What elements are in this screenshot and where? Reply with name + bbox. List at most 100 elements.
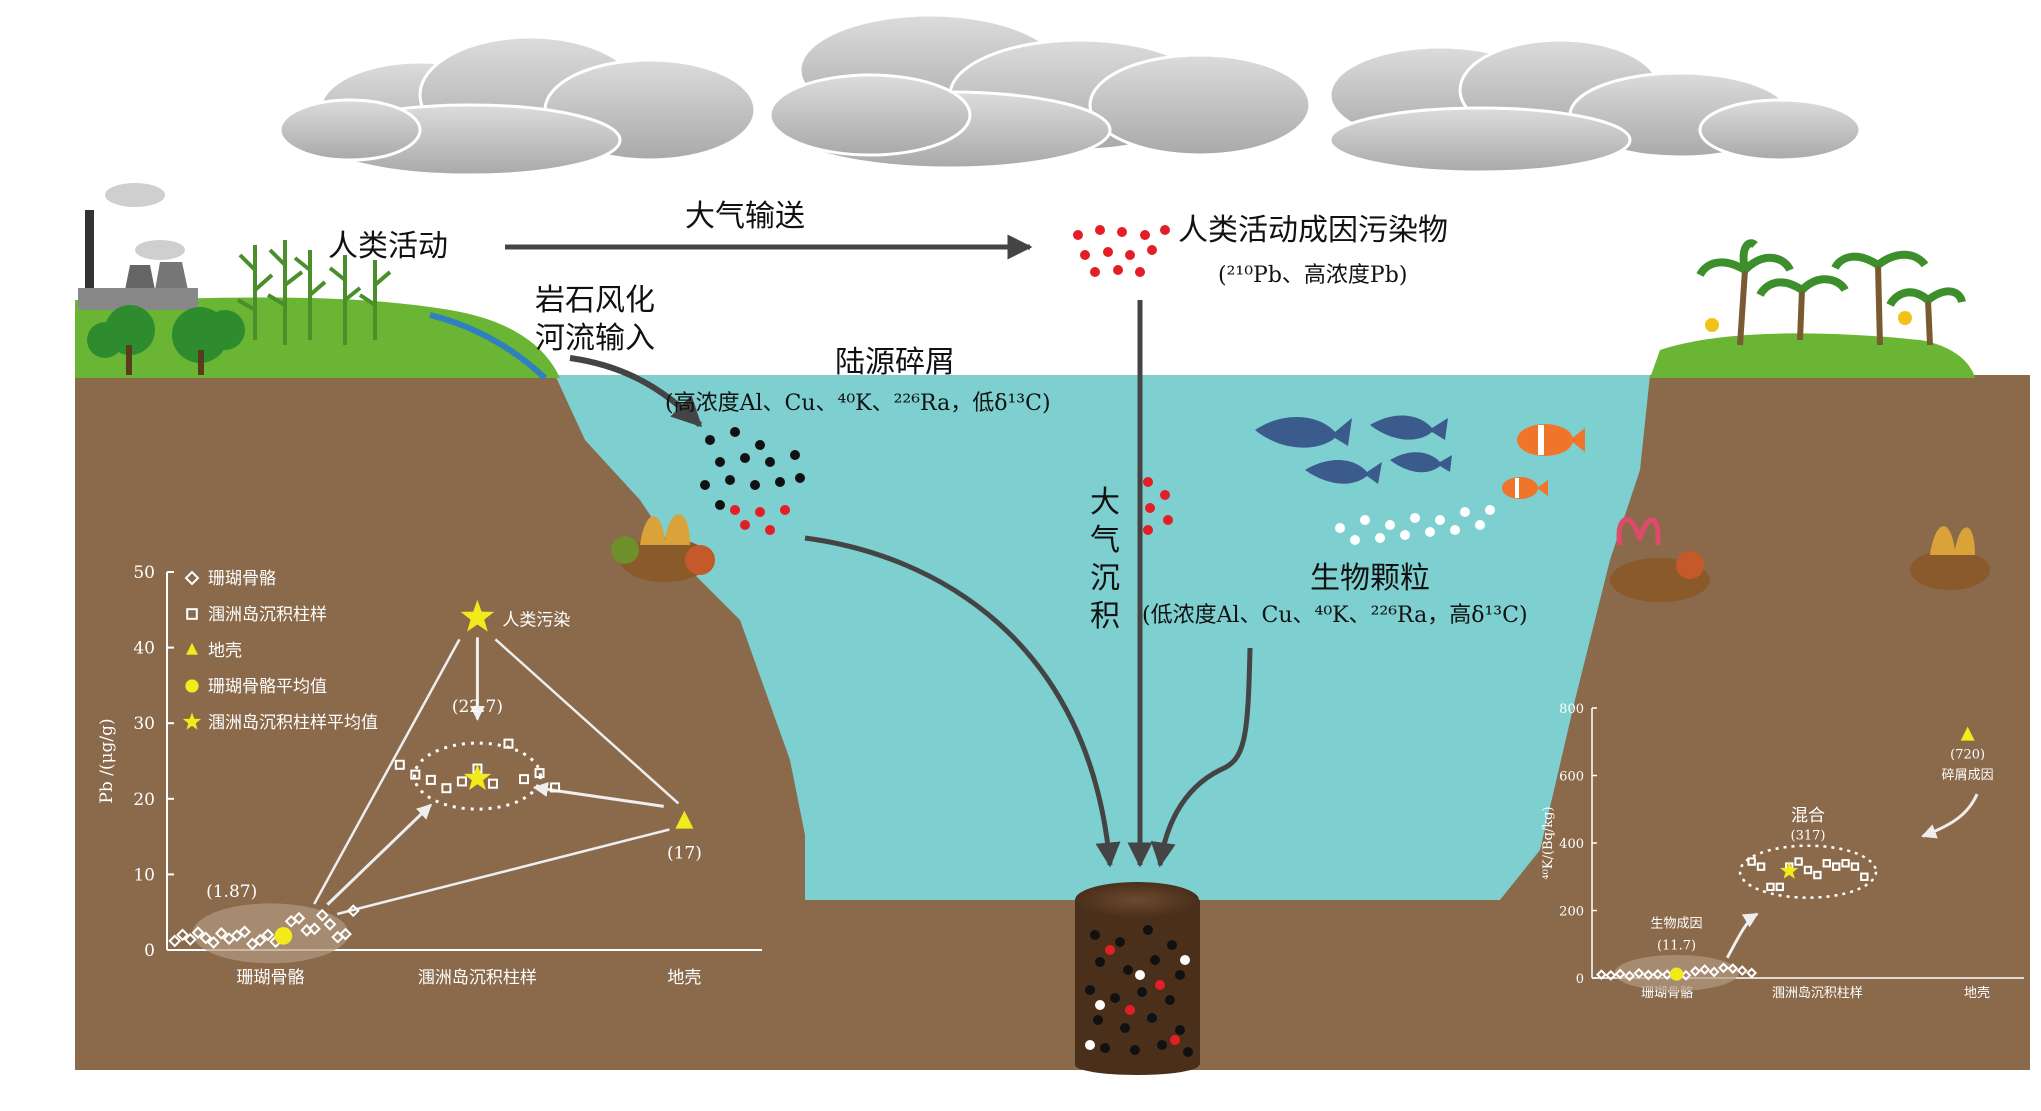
y-axis-label: Pb /(μg/g): [97, 718, 117, 803]
y-tick-label: 50: [133, 563, 155, 583]
data-point: [308, 922, 321, 936]
data-point: [183, 933, 197, 946]
data-point: [1756, 862, 1766, 871]
particle: [1400, 530, 1410, 540]
particle: [1090, 267, 1100, 277]
data-point: [1766, 882, 1775, 892]
particle: [755, 507, 765, 517]
particle: [1163, 515, 1173, 525]
biogenic-sinking-arrow: [1150, 647, 1253, 868]
particle: [765, 457, 775, 467]
x-category-label: 地壳: [667, 968, 701, 988]
particle: [1140, 230, 1150, 240]
right-cliff: [1480, 375, 2030, 1070]
particle: [1103, 247, 1113, 257]
data-point: [519, 774, 529, 785]
data-point: [1624, 970, 1635, 982]
particle: [1130, 1045, 1140, 1055]
data-point: [1605, 969, 1617, 981]
particle: [1085, 985, 1095, 995]
pollutant-particles: [1073, 225, 1170, 277]
particle: [1105, 945, 1115, 955]
y-tick-label: 40: [133, 639, 155, 659]
data-point: [1803, 865, 1813, 875]
corn-icon: [236, 240, 392, 345]
mixing-line: [313, 638, 461, 905]
particle: [1100, 1043, 1110, 1053]
clownfish-icon: [1502, 424, 1585, 499]
data-point: [1780, 861, 1799, 879]
biogenic-detail-label: (低浓度Al、Cu、⁴⁰K、²²⁶Ra，高δ¹³C): [1142, 603, 1528, 628]
data-point: [214, 926, 228, 940]
data-point: [191, 926, 205, 940]
data-point: [456, 776, 467, 787]
particle: [1080, 250, 1090, 260]
detritus-label: 陆源碎屑: [835, 345, 955, 380]
data-point: [1775, 882, 1785, 892]
particle: [1093, 1015, 1103, 1025]
particle: [1175, 1025, 1185, 1035]
particle: [1157, 1040, 1167, 1050]
particle: [725, 475, 735, 485]
y-tick-label: 0: [1576, 972, 1584, 987]
y-tick-label: 10: [133, 865, 155, 885]
data-point: [1718, 962, 1729, 974]
data-point: [274, 927, 293, 945]
particle: [1090, 930, 1100, 940]
data-point: [176, 928, 189, 942]
river-input-arrow: [569, 355, 703, 428]
palm-tree-icon: [1696, 239, 1966, 346]
particle: [1183, 1047, 1193, 1057]
mixing-zone-ellipse: [1738, 844, 1878, 899]
y-tick-label: 200: [1559, 905, 1584, 920]
legend-marker: [186, 608, 198, 620]
coral-icon: [611, 514, 1990, 602]
mixing-line: [494, 638, 680, 805]
data-point: [534, 768, 545, 779]
data-point: [1794, 857, 1803, 866]
data-point: [230, 929, 244, 943]
particle: [1115, 937, 1125, 947]
mixing-arrow: [326, 803, 432, 906]
y-tick-label: 0: [144, 941, 155, 961]
particle: [1073, 230, 1083, 240]
data-point: [323, 917, 337, 931]
data-point: [1633, 967, 1645, 979]
data-point: [292, 911, 306, 925]
k40-chart: 0200400600800⁴⁰K/(Bq/kg)珊瑚骨骼涠洲岛沉积柱样地壳混合(…: [1541, 702, 2024, 1001]
x-category-label: 涠洲岛沉积柱样: [418, 968, 537, 988]
river-input-label: 河流输入: [535, 321, 655, 356]
particle: [1125, 1005, 1135, 1015]
particle: [1180, 955, 1190, 965]
annotation-label: 人类污染: [502, 610, 570, 630]
particle: [730, 427, 740, 437]
particle: [1125, 250, 1135, 260]
data-point: [394, 759, 405, 770]
deposition-char-3: 沉: [1090, 561, 1120, 596]
data-point: [1960, 726, 1975, 741]
fish-icon: [1255, 415, 1452, 484]
data-point: [1747, 857, 1756, 866]
atmospheric-transport-label: 大气输送: [685, 199, 805, 234]
particle: [1170, 1035, 1180, 1045]
data-point: [315, 908, 329, 922]
rock-weathering-label: 岩石风化: [535, 283, 655, 318]
legend-entry: 地壳: [208, 641, 242, 661]
particle: [1385, 520, 1395, 530]
particle: [1135, 970, 1145, 980]
particle: [1143, 925, 1153, 935]
sediment-core-particles: [1085, 925, 1193, 1057]
data-point: [675, 810, 694, 829]
y-tick-label: 600: [1559, 770, 1584, 785]
data-point: [425, 774, 436, 785]
particle: [1095, 957, 1105, 967]
data-point: [1746, 967, 1758, 979]
annotation-label: 碎屑成因: [1942, 768, 1994, 783]
x-category-label: 地壳: [1964, 986, 1990, 1001]
particle: [755, 440, 765, 450]
legend-marker: [186, 642, 198, 655]
data-point: [463, 764, 492, 790]
data-point: [410, 769, 421, 780]
data-point: [487, 778, 498, 789]
